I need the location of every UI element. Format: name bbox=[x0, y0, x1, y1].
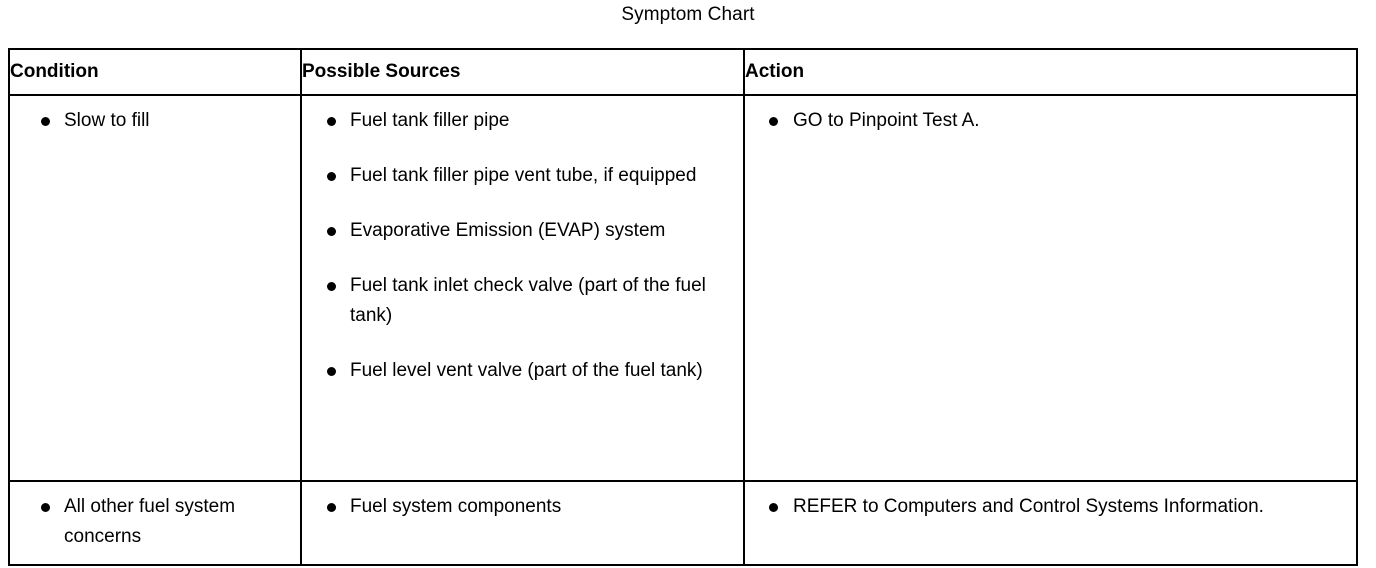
header-possible-sources: Possible Sources bbox=[300, 48, 745, 96]
bullet-icon bbox=[769, 117, 778, 126]
bullet-icon bbox=[327, 117, 336, 126]
list-item-label: Fuel tank filler pipe vent tube, if equi… bbox=[350, 165, 697, 186]
header-condition: Condition bbox=[8, 48, 302, 96]
list-item: Evaporative Emission (EVAP) system bbox=[310, 216, 735, 246]
page-title: Symptom Chart bbox=[621, 4, 755, 25]
bullet-icon bbox=[769, 503, 778, 512]
condition-list: Slow to fill bbox=[18, 106, 292, 136]
list-item-label: Fuel level vent valve (part of the fuel … bbox=[350, 360, 703, 381]
condition-list: All other fuel system concerns bbox=[18, 492, 292, 552]
symptom-chart-table: Condition Possible Sources Action Slow t… bbox=[8, 48, 1358, 566]
cell-condition: All other fuel system concerns bbox=[8, 480, 302, 566]
cell-action: GO to Pinpoint Test A. bbox=[743, 94, 1358, 482]
list-item: Fuel tank filler pipe vent tube, if equi… bbox=[310, 161, 735, 191]
cell-possible-sources: Fuel tank filler pipe Fuel tank filler p… bbox=[300, 94, 745, 482]
cell-possible-sources: Fuel system components bbox=[300, 480, 745, 566]
cell-action: REFER to Computers and Control Systems I… bbox=[743, 480, 1358, 566]
list-item-label: REFER to Computers and Control Systems I… bbox=[793, 496, 1264, 517]
list-item-label: All other fuel system concerns bbox=[64, 496, 236, 547]
bullet-icon bbox=[327, 367, 336, 376]
possible-sources-list: Fuel system components bbox=[310, 492, 735, 522]
bullet-icon bbox=[327, 172, 336, 181]
list-item: All other fuel system concerns bbox=[18, 492, 292, 552]
list-item-label: Fuel tank inlet check valve (part of the… bbox=[350, 275, 706, 326]
list-item-label: Fuel system components bbox=[350, 496, 562, 517]
table-header-row: Condition Possible Sources Action bbox=[8, 48, 1358, 96]
header-action: Action bbox=[743, 48, 1358, 96]
list-item: Fuel tank inlet check valve (part of the… bbox=[310, 271, 735, 331]
action-list: GO to Pinpoint Test A. bbox=[753, 106, 1348, 136]
list-item-label: GO to Pinpoint Test A. bbox=[793, 110, 980, 131]
list-item: Fuel tank filler pipe bbox=[310, 106, 735, 136]
bullet-icon bbox=[327, 227, 336, 236]
bullet-icon bbox=[41, 117, 50, 126]
list-item: Fuel system components bbox=[310, 492, 735, 522]
cell-condition: Slow to fill bbox=[8, 94, 302, 482]
bullet-icon bbox=[327, 282, 336, 291]
list-item: REFER to Computers and Control Systems I… bbox=[753, 492, 1348, 522]
list-item: GO to Pinpoint Test A. bbox=[753, 106, 1348, 136]
bullet-icon bbox=[41, 503, 50, 512]
list-item-label: Slow to fill bbox=[64, 110, 150, 131]
possible-sources-list: Fuel tank filler pipe Fuel tank filler p… bbox=[310, 106, 735, 386]
table-row: Slow to fill Fuel tank filler pipe F bbox=[8, 94, 1358, 482]
list-item-label: Evaporative Emission (EVAP) system bbox=[350, 220, 666, 241]
table-row: All other fuel system concerns Fuel syst… bbox=[8, 480, 1358, 566]
action-list: REFER to Computers and Control Systems I… bbox=[753, 492, 1348, 522]
bullet-icon bbox=[327, 503, 336, 512]
list-item-label: Fuel tank filler pipe bbox=[350, 110, 510, 131]
list-item: Slow to fill bbox=[18, 106, 292, 136]
list-item: Fuel level vent valve (part of the fuel … bbox=[310, 356, 735, 386]
